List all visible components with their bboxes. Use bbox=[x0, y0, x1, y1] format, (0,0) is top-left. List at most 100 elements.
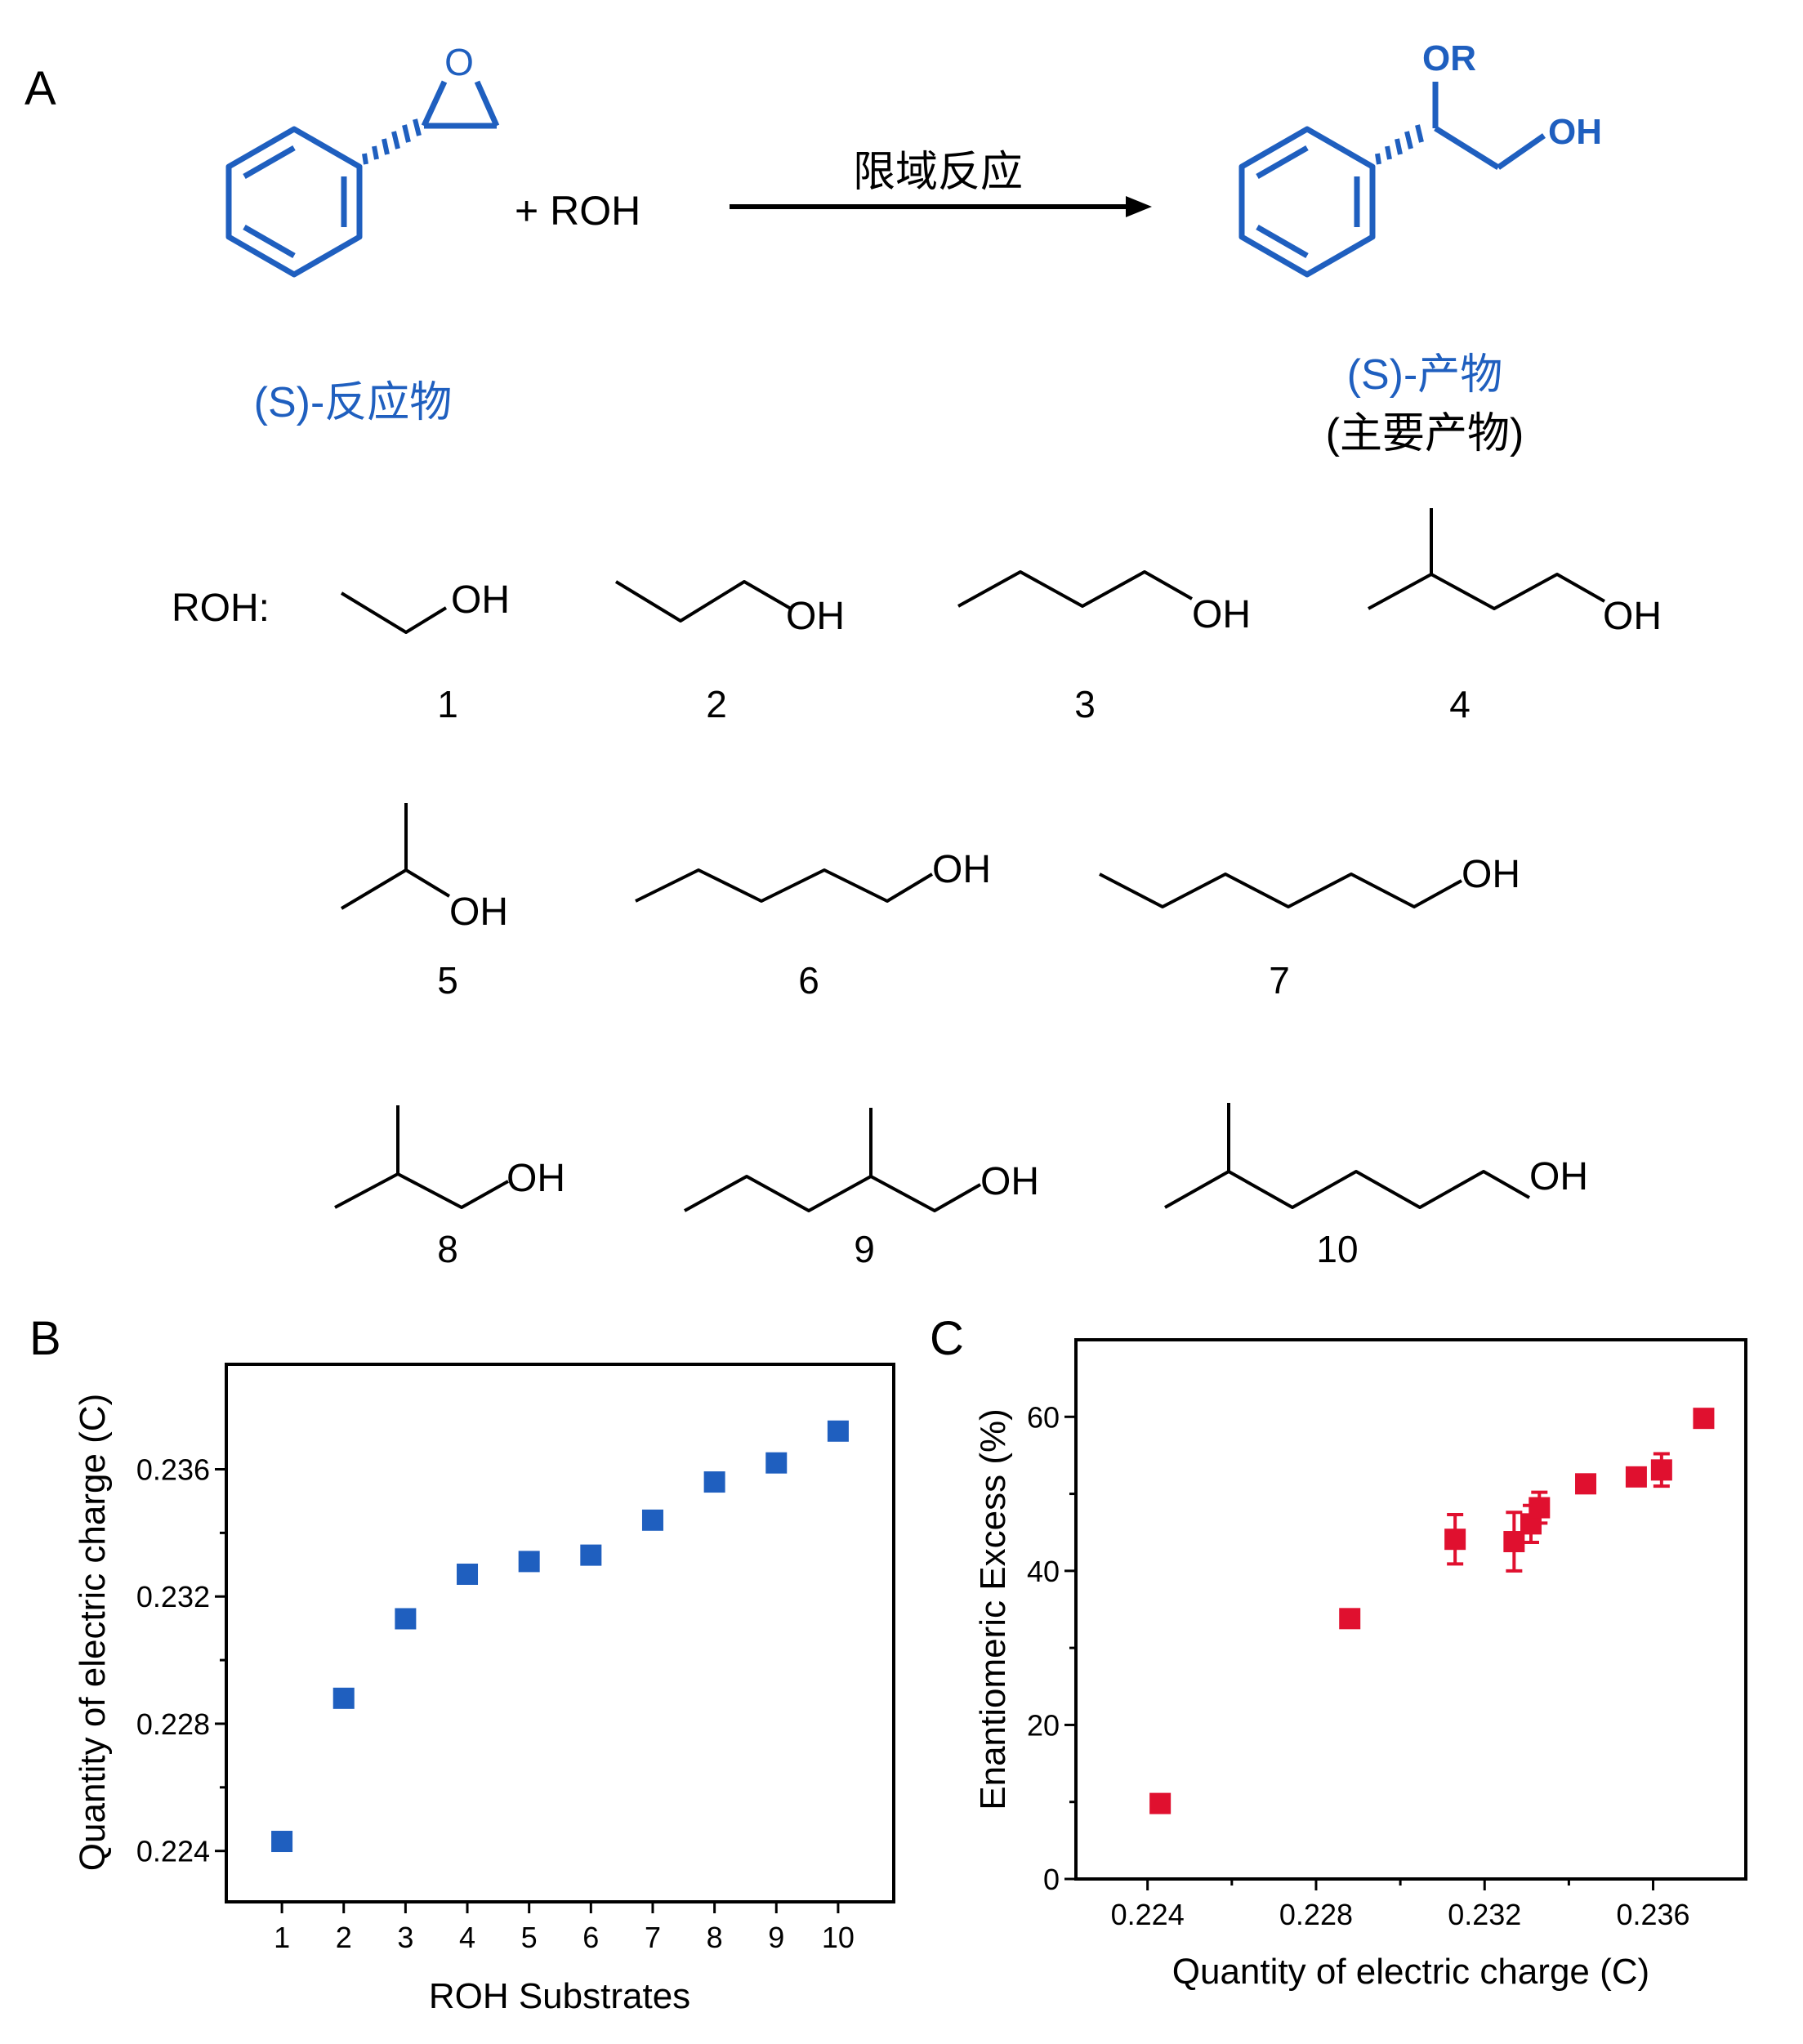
chart-b-x-axis-title: ROH Substrates bbox=[429, 1976, 690, 2016]
chartC-point bbox=[1693, 1408, 1715, 1430]
chartC-y-tick-label: 0 bbox=[1043, 1863, 1060, 1896]
substrate-7-oh: OH bbox=[1462, 853, 1520, 896]
substrate-6-skeleton bbox=[635, 868, 934, 903]
substrate-2-skeleton bbox=[614, 580, 792, 623]
chartC-x-tick-label: 0.228 bbox=[1279, 1898, 1353, 1931]
substrate-10-skeleton bbox=[1164, 1170, 1530, 1209]
chartC-point bbox=[1529, 1497, 1551, 1519]
chartC-x-tick-label: 0.236 bbox=[1616, 1898, 1689, 1931]
substrate-1-number: 1 bbox=[437, 683, 458, 725]
chartB-point bbox=[457, 1563, 479, 1585]
panel-label-c: C bbox=[930, 1312, 964, 1365]
panel-label-a: A bbox=[25, 62, 56, 115]
chartB-point bbox=[827, 1420, 849, 1442]
substrate-6-number: 6 bbox=[798, 959, 819, 1002]
chart-b-y-axis-title: Quantity of electric charge (C) bbox=[73, 1394, 113, 1871]
chart-b-frame bbox=[225, 1363, 895, 1903]
substrate-4-skeleton bbox=[1368, 573, 1605, 610]
chartB-y-tick-label: 0.232 bbox=[136, 1580, 210, 1613]
chartB-point bbox=[703, 1471, 725, 1493]
chartB-point bbox=[580, 1544, 602, 1566]
substrate-3-oh: OH bbox=[1192, 593, 1251, 636]
substrate-2-number: 2 bbox=[706, 683, 727, 725]
chartB-x-tick-label: 8 bbox=[707, 1921, 723, 1954]
chart-b-points bbox=[271, 1420, 849, 1853]
substrate-5-oh: OH bbox=[449, 890, 508, 934]
chartB-x-tick-label: 10 bbox=[822, 1921, 855, 1954]
product-oh-label: OH bbox=[1548, 112, 1602, 152]
product-hashed-bond bbox=[1375, 124, 1424, 165]
chartB-x-tick-label: 2 bbox=[336, 1921, 352, 1954]
chart-c: 0.224 0.228 0.232 0.236 0 20 40 60 Quantity of… bbox=[973, 1338, 1747, 1992]
chartB-point bbox=[765, 1452, 788, 1474]
chartB-point bbox=[395, 1608, 417, 1630]
panel-label-b: B bbox=[29, 1312, 61, 1365]
chartC-point bbox=[1650, 1459, 1672, 1481]
product-benzene-ring bbox=[1238, 126, 1376, 278]
chartB-point bbox=[641, 1509, 663, 1531]
product-structure bbox=[1238, 82, 1546, 278]
chartC-x-tick-label: 0.232 bbox=[1448, 1898, 1521, 1931]
chart-c-x-axis-title: Quantity of electric charge (C) bbox=[1172, 1952, 1649, 1992]
substrate-3-number: 3 bbox=[1074, 683, 1096, 725]
substrate-4-oh: OH bbox=[1603, 595, 1662, 638]
substrate-8-number: 8 bbox=[437, 1228, 458, 1270]
substrate-6-oh: OH bbox=[932, 848, 991, 891]
chartB-point bbox=[518, 1551, 540, 1573]
reactant-structure bbox=[225, 80, 500, 278]
chartB-y-tick-label: 0.236 bbox=[136, 1453, 210, 1486]
reactant-hashed-bond bbox=[362, 118, 422, 165]
product-or-label: OR bbox=[1422, 38, 1476, 78]
chartB-point bbox=[271, 1831, 293, 1853]
substrate-2-oh: OH bbox=[786, 595, 845, 638]
chartB-y-tick-label: 0.228 bbox=[136, 1707, 210, 1741]
chartB-x-tick-label: 3 bbox=[397, 1921, 413, 1954]
chartB-x-tick-label: 9 bbox=[768, 1921, 784, 1954]
substrate-10-number: 10 bbox=[1316, 1228, 1358, 1270]
chartB-y-tick-label: 0.224 bbox=[136, 1835, 210, 1868]
substrate-4-number: 4 bbox=[1449, 683, 1471, 725]
substrate-8-skeleton bbox=[334, 1172, 509, 1209]
benzene-ring bbox=[225, 126, 363, 278]
reaction-arrow bbox=[730, 196, 1152, 217]
chartC-point bbox=[1444, 1529, 1466, 1551]
substrate-10-oh: OH bbox=[1529, 1155, 1588, 1198]
chartC-y-tick-label: 40 bbox=[1027, 1555, 1060, 1588]
substrate-3-skeleton bbox=[957, 570, 1193, 608]
chart-c-y-axis-title: Enantiomeric Excess (%) bbox=[973, 1408, 1013, 1810]
chart-c-y-ticks: 0 20 40 60 bbox=[1027, 1400, 1076, 1896]
arrow-label: 限域反应 bbox=[853, 149, 1023, 196]
substrate-9-number: 9 bbox=[854, 1228, 875, 1270]
chart-c-points bbox=[1149, 1408, 1715, 1814]
chartC-point bbox=[1339, 1608, 1361, 1630]
chartC-y-tick-label: 20 bbox=[1027, 1708, 1060, 1742]
chartB-x-tick-label: 7 bbox=[645, 1921, 661, 1954]
chartB-x-tick-label: 5 bbox=[521, 1921, 538, 1954]
chartC-y-tick-label: 60 bbox=[1027, 1400, 1060, 1434]
chartB-x-tick-label: 6 bbox=[582, 1921, 599, 1954]
chart-c-x-ticks: 0.224 0.228 0.232 0.236 bbox=[1111, 1879, 1690, 1931]
chartC-point bbox=[1625, 1466, 1647, 1488]
chart-b-y-ticks: 0.224 0.228 0.232 0.236 bbox=[136, 1453, 226, 1868]
substrate-5-number: 5 bbox=[437, 959, 458, 1002]
chart-c-frame bbox=[1074, 1338, 1747, 1881]
substrate-7-skeleton bbox=[1099, 872, 1462, 908]
chartC-point bbox=[1149, 1792, 1172, 1814]
roh-prefix: ROH: bbox=[172, 587, 270, 630]
substrate-9-skeleton bbox=[684, 1175, 981, 1212]
chartC-point bbox=[1575, 1473, 1597, 1495]
chartB-point bbox=[332, 1687, 355, 1709]
product-note: (主要产物) bbox=[1326, 410, 1524, 457]
product-label: (S)-产物 bbox=[1347, 351, 1503, 399]
substrate-8-oh: OH bbox=[507, 1157, 565, 1200]
epoxide-oxygen-label: O bbox=[444, 41, 474, 83]
reactant-label: (S)-反应物 bbox=[254, 379, 453, 426]
substrate-7-number: 7 bbox=[1269, 959, 1290, 1002]
chartC-x-tick-label: 0.224 bbox=[1111, 1898, 1185, 1931]
substrate-5-skeleton bbox=[340, 868, 451, 910]
plus-roh-text: + ROH bbox=[515, 188, 640, 234]
chartB-x-tick-label: 4 bbox=[459, 1921, 475, 1954]
chartC-point bbox=[1503, 1531, 1525, 1553]
